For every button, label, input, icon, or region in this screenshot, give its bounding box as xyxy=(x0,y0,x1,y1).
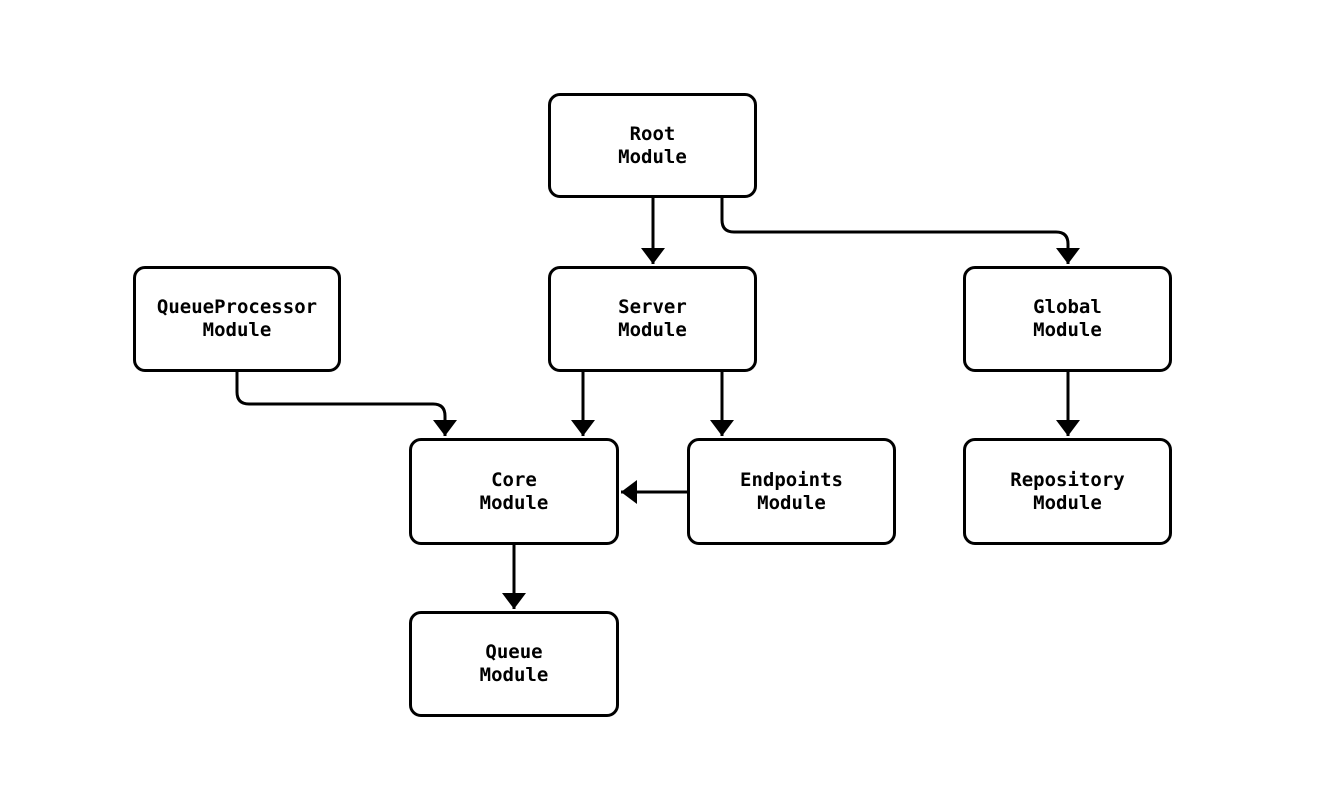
edge-root-to-global xyxy=(720,198,1080,264)
node-root-module: Root Module xyxy=(548,93,757,198)
node-server-module: Server Module xyxy=(548,266,757,372)
node-queue-module-label: Queue Module xyxy=(479,641,549,686)
node-global-module-label: Global Module xyxy=(1033,296,1102,341)
node-repository-module: Repository Module xyxy=(963,438,1172,545)
node-endpoints-module-label: Endpoints Module xyxy=(740,468,843,514)
node-root-module-label: Root Module xyxy=(618,122,687,168)
node-core-module-label: Core Module xyxy=(479,468,549,514)
node-queue-module: Queue Module xyxy=(409,611,619,717)
node-core-module: Core Module xyxy=(409,438,619,545)
edge-queueprocessor-to-core xyxy=(235,372,457,436)
node-queueprocessor-module-label: QueueProcessor Module xyxy=(156,296,318,341)
node-queueprocessor-module: QueueProcessor Module xyxy=(133,266,341,372)
node-endpoints-module: Endpoints Module xyxy=(687,438,896,545)
node-server-module-label: Server Module xyxy=(618,296,687,341)
node-repository-module-label: Repository Module xyxy=(1010,468,1125,514)
node-global-module: Global Module xyxy=(963,266,1172,372)
